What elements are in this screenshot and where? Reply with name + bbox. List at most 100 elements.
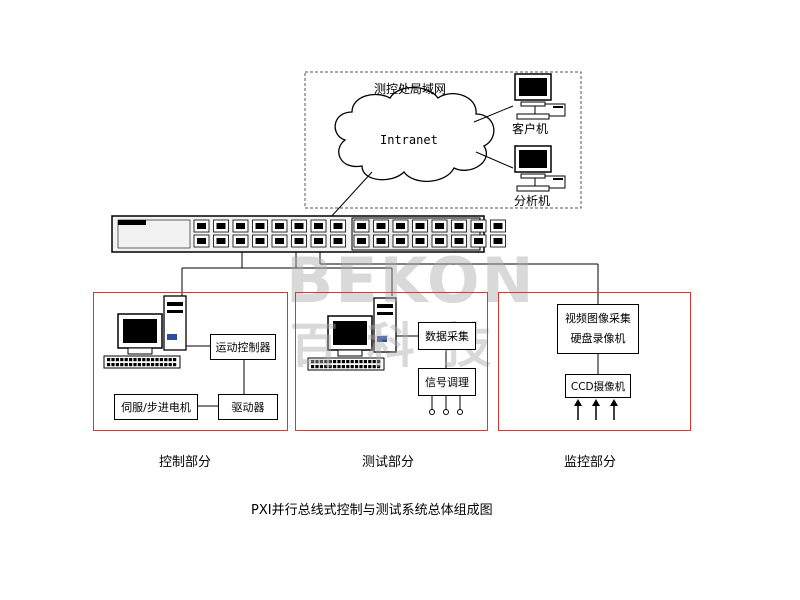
switch-port-socket <box>294 223 304 229</box>
keyboard-key <box>311 365 315 369</box>
switch-port-socket <box>454 223 464 229</box>
keyboard-key <box>346 360 350 364</box>
switch-port-socket <box>314 223 323 229</box>
client-computer <box>514 73 566 120</box>
switch-port-socket <box>255 223 265 229</box>
intranet-cloud <box>334 86 495 183</box>
switch-port-socket <box>275 223 284 229</box>
keyboard-key <box>350 360 354 364</box>
switch-port-socket <box>236 238 245 244</box>
keyboard-key <box>337 360 341 364</box>
keyboard-key <box>359 360 363 364</box>
switch-port-socket <box>396 223 405 229</box>
switch-port-socket <box>493 223 503 229</box>
switch-port-socket <box>197 223 206 229</box>
motion-controller-box: 运动控制器 <box>210 334 276 360</box>
keyboard-key <box>151 363 155 367</box>
keyboard-key <box>350 365 354 369</box>
video-capture-line1: 视频图像采集 <box>565 312 631 325</box>
keyboard-key <box>319 360 323 364</box>
keyboard-key <box>377 365 381 369</box>
switch-port-socket <box>376 238 386 244</box>
client-label: 客户机 <box>512 122 549 136</box>
switch-port-socket <box>474 238 483 244</box>
switch-port-socket <box>314 238 323 244</box>
switch-port-socket <box>333 238 343 244</box>
network-switch <box>111 215 506 253</box>
keyboard-key <box>333 360 337 364</box>
switch-port-socket <box>415 223 425 229</box>
link-switch <box>329 171 373 219</box>
keyboard-key <box>324 365 328 369</box>
keyboard-key <box>324 360 328 364</box>
ccd-camera-box: CCD摄像机 <box>565 374 631 398</box>
keyboard-key <box>107 363 111 367</box>
keyboard-key <box>142 358 146 362</box>
monitor-caption: 监控部分 <box>564 455 617 470</box>
keyboard-key <box>168 358 172 362</box>
keyboard-key <box>355 360 359 364</box>
keyboard-key <box>107 358 111 362</box>
keyboard-key <box>311 360 315 364</box>
keyboard-key <box>319 365 323 369</box>
keyboard-key <box>159 358 163 362</box>
keyboard-key <box>359 365 363 369</box>
keyboard-key <box>372 365 376 369</box>
test-computer <box>307 297 397 371</box>
switch-ports <box>193 219 506 248</box>
link-analysis <box>475 151 514 169</box>
switch-port-socket <box>357 238 366 244</box>
video-capture-box: 视频图像采集 硬盘录像机 <box>557 304 639 354</box>
keyboard-key <box>377 360 381 364</box>
monitor-section <box>498 292 691 431</box>
keyboard-key <box>341 360 345 364</box>
keyboard-key <box>120 358 124 362</box>
keyboard-key <box>142 363 146 367</box>
keyboard-key <box>173 363 177 367</box>
keyboard-key <box>111 363 115 367</box>
video-capture-line2: 硬盘录像机 <box>570 332 626 345</box>
keyboard-key <box>124 358 128 362</box>
control-keyboard <box>107 358 177 367</box>
keyboard-key <box>133 363 137 367</box>
keyboard-key <box>341 365 345 369</box>
test-caption: 测试部分 <box>362 455 415 470</box>
keyboard-key <box>164 363 168 367</box>
switch-port-socket <box>357 223 366 229</box>
keyboard-key <box>368 360 372 364</box>
signal-conditioning-box: 信号调理 <box>418 368 476 396</box>
driver-box: 驱动器 <box>218 394 278 420</box>
keyboard-key <box>372 360 376 364</box>
keyboard-key <box>328 360 332 364</box>
keyboard-key <box>146 363 150 367</box>
keyboard-key <box>346 365 350 369</box>
switch-port-socket <box>435 223 444 229</box>
intranet-label: Intranet <box>380 133 438 147</box>
keyboard-key <box>315 360 319 364</box>
switch-port-socket <box>197 238 206 244</box>
keyboard-key <box>137 358 141 362</box>
keyboard-key <box>155 358 159 362</box>
keyboard-key <box>129 358 133 362</box>
switch-port-socket <box>415 238 425 244</box>
control-section <box>93 292 288 431</box>
camera-arrows <box>574 399 618 420</box>
keyboard-key <box>168 363 172 367</box>
analysis-computer <box>514 145 566 192</box>
switch-port-socket <box>255 238 265 244</box>
switch-port-socket <box>216 238 226 244</box>
switch-port-socket <box>236 223 245 229</box>
switch-port-socket <box>333 223 343 229</box>
keyboard-key <box>155 363 159 367</box>
keyboard-key <box>173 358 177 362</box>
keyboard-key <box>337 365 341 369</box>
keyboard-key <box>164 358 168 362</box>
switch-port-socket <box>396 238 405 244</box>
figure-title: PXI并行总线式控制与测试系统总体组成图 <box>251 503 493 518</box>
switch-port-socket <box>435 238 444 244</box>
keyboard-key <box>363 365 367 369</box>
servo-motor-box: 伺服/步进电机 <box>114 394 198 420</box>
keyboard-key <box>368 365 372 369</box>
